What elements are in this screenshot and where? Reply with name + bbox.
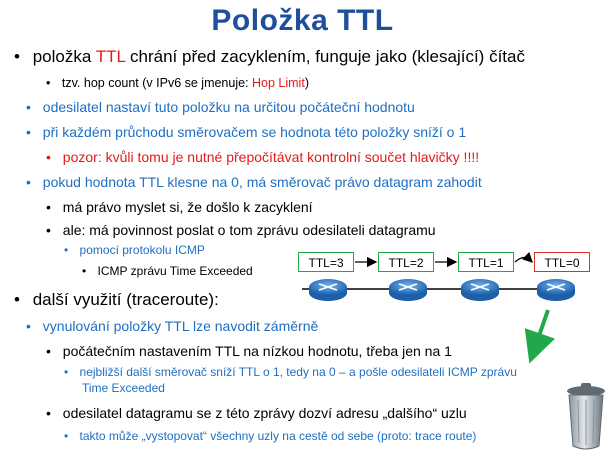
bullet-text: při každém průchodu směrovačem se hodnot… <box>42 124 467 140</box>
bullet-text-ttl: TTL <box>95 47 126 66</box>
bullet-item: • má právo myslet si, že došlo k zacykle… <box>46 199 313 215</box>
bullet-text: má právo myslet si, že došlo k zacyklení <box>62 199 313 215</box>
bullet-dot-icon: • <box>82 264 87 278</box>
bullet-text: vynulování položky TTL lze navodit záměr… <box>42 318 319 334</box>
bullet-item: • při každém průchodu směrovačem se hodn… <box>26 124 466 140</box>
bullet-text: nejbližší další směrovač sníží TTL o 1, … <box>79 365 517 379</box>
bullet-text: počátečním nastavením TTL na nízkou hodn… <box>62 343 452 359</box>
bullet-item: • odesilatel nastaví tuto položku na urč… <box>26 99 415 115</box>
ttl-box-3: TTL=1 <box>458 252 514 272</box>
bullet-dot-icon: • <box>46 222 51 238</box>
bullet-text: ) <box>304 76 309 90</box>
bullet-text-pre: položka <box>32 47 96 66</box>
bullet-item: • pokud hodnota TTL klesne na 0, má směr… <box>26 174 482 190</box>
bullet-dot-icon: • <box>26 99 31 115</box>
bullet-dot-icon: • <box>64 429 69 443</box>
bullet-text: odesilatel datagramu se z této zprávy do… <box>62 405 467 421</box>
bullet-text: pozor: kvůli tomu je nutné přepočítávat … <box>62 149 480 165</box>
ttl-diagram: TTL=3 TTL=2 TTL=1 TTL=0 <box>290 248 605 454</box>
bullet-item: • ale: má povinnost poslat o tom zprávu … <box>46 222 436 238</box>
router-icon <box>537 279 575 301</box>
diagram-graphics <box>302 251 605 450</box>
bullet-dot-icon: • <box>64 365 69 379</box>
bullet-dot-icon: • <box>46 149 51 165</box>
bullet-dot-icon: • <box>46 199 51 215</box>
bullet-text: odesilatel nastaví tuto položku na určit… <box>42 99 415 115</box>
bullet-dot-icon: • <box>26 174 31 190</box>
bullet-text: ale: má povinnost poslat o tom zprávu od… <box>62 222 436 238</box>
bullet-item: • vynulování položky TTL lze navodit zám… <box>26 318 318 334</box>
bullet-dot-icon: • <box>26 318 31 334</box>
bullet-text: ICMP zprávu Time Exceeded <box>97 264 253 278</box>
ttl-box-2: TTL=2 <box>378 252 434 272</box>
bullet-item: • odesilatel datagramu se z této zprávy … <box>46 405 467 421</box>
bullet-item: • ICMP zprávu Time Exceeded <box>82 264 253 279</box>
bullet-text: pomocí protokolu ICMP <box>79 243 205 257</box>
bullet-dot-icon: • <box>14 290 20 309</box>
ttl-arrow <box>514 251 533 263</box>
ttl-box-1: TTL=3 <box>298 252 354 272</box>
bullet-text-continuation: Time Exceeded <box>82 381 165 395</box>
bullet-item: • takto může „vystopovat“ všechny uzly n… <box>64 429 477 444</box>
bullet-dot-icon: • <box>46 343 51 359</box>
router-icon <box>389 279 427 301</box>
bullet-text-post: chrání před zacyklením, funguje jako (kl… <box>125 47 525 66</box>
bullet-text-highlight: Hop Limit <box>252 76 305 90</box>
bullet-text: takto může „vystopovat“ všechny uzly na … <box>79 429 477 443</box>
router-icon <box>461 279 499 301</box>
bullet-text: další využití (traceroute): <box>32 290 219 309</box>
bullet-dot-icon: • <box>64 243 69 257</box>
bullet-dot-icon: • <box>14 47 20 66</box>
bullet-item: • položka TTL chrání před zacyklením, fu… <box>14 47 525 67</box>
trash-bin-icon <box>567 383 605 450</box>
bullet-item: • tzv. hop count (v IPv6 se jmenuje: Hop… <box>46 76 309 90</box>
bullet-dot-icon: • <box>46 76 51 90</box>
discard-arrow <box>524 309 555 364</box>
bullet-text: pokud hodnota TTL klesne na 0, má směrov… <box>42 174 482 190</box>
ttl-box-4: TTL=0 <box>534 252 590 272</box>
router-icon <box>309 279 347 301</box>
bullet-dot-icon: • <box>46 405 51 421</box>
slide-title: Položka TTL <box>211 4 394 37</box>
bullet-text: tzv. hop count (v IPv6 se jmenuje: <box>61 76 253 90</box>
bullet-dot-icon: • <box>26 124 31 140</box>
bullet-item: • nejbližší další směrovač sníží TTL o 1… <box>64 365 517 380</box>
bullet-item: • počátečním nastavením TTL na nízkou ho… <box>46 343 452 359</box>
bullet-item: • další využití (traceroute): <box>14 290 219 310</box>
bullet-item: • pozor: kvůli tomu je nutné přepočítáva… <box>46 149 479 165</box>
bullet-item: • pomocí protokolu ICMP <box>64 243 205 258</box>
